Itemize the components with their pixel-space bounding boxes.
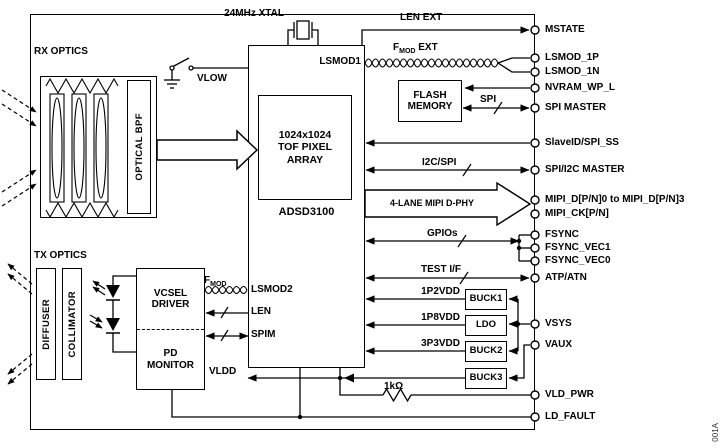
lsmod2-port-label: LSMOD2 [251, 284, 293, 295]
rx-incident-rays [1, 89, 37, 207]
collimator-block: COLLIMATOR [62, 268, 82, 380]
buck2-block: BUCK2 [465, 341, 507, 362]
pin-label: MSTATE [545, 24, 585, 35]
ldo-label: LDO [475, 319, 497, 331]
tx-emitted-rays [7, 263, 33, 385]
optical-bpf-box: OPTICAL BPF [127, 80, 151, 214]
fmod-ext-label: FMOD EXT [393, 42, 438, 55]
vcsel-emission-arrows [92, 280, 106, 296]
spi-label: SPI [480, 94, 497, 105]
gpios-label: GPIOs [427, 228, 458, 239]
laser-driver-block: VCSEL DRIVER PD MONITOR [136, 268, 205, 390]
resistor-icon [382, 387, 412, 403]
vlow-label: VLOW [197, 73, 227, 84]
pin-label: LD_FAULT [545, 411, 596, 422]
pin-label: LSMOD_1P [545, 52, 599, 63]
barrel-spring-bottom-icon [45, 201, 119, 219]
pin-terminals [530, 25, 540, 422]
pin-label: LSMOD_1N [545, 66, 600, 77]
ld-fault-wire [171, 390, 531, 418]
lens-elements [49, 93, 109, 203]
tof-pixel-array-label: 1024x1024 TOF PIXEL ARRAY [277, 129, 333, 166]
pin-label: NVRAM_WP_L [545, 82, 616, 93]
vldd-label: VLDD [209, 366, 237, 377]
vcsel-diode-icon [106, 285, 120, 301]
switch-icon [169, 57, 248, 71]
pin-label: MIPI_D[P/N]0 to MIPI_D[P/N]3 [545, 194, 685, 205]
ground-icon [164, 70, 180, 89]
pin-label: ATP/ATN [545, 272, 587, 283]
pin-label: MIPI_CK[P/N] [545, 208, 609, 219]
rail-1p2vdd-label: 1P2VDD [421, 286, 460, 297]
pin-label: FSYNC_VEC0 [545, 255, 611, 266]
pd-monitor-label: PD MONITOR [146, 348, 195, 371]
buck1-label: BUCK1 [469, 293, 503, 305]
pin-label: SlaveID/SPI_SS [545, 137, 619, 148]
mipi-bus-arrow [364, 181, 532, 227]
len-ext-label: LEN EXT [400, 12, 443, 23]
pd-incident-arrows [89, 314, 103, 329]
rx-optics-label: RX OPTICS [34, 46, 88, 57]
mipi-bus-label: 4-LANE MIPI D-PHY [389, 197, 474, 208]
vaux-wire [508, 344, 530, 382]
len-port-label: LEN [251, 306, 271, 317]
tof-pixel-array-block: 1024x1024 TOF PIXEL ARRAY [258, 95, 352, 200]
figure-code-label: 001A [711, 423, 720, 442]
pin-label: SPI MASTER [545, 102, 607, 113]
pd-monitor-section: PD MONITOR [137, 330, 204, 389]
xtal-label: 24MHz XTAL [224, 8, 284, 19]
junction-dots [297, 238, 522, 420]
vcsel-driver-label: VCSEL DRIVER [151, 287, 190, 311]
buck3-label: BUCK3 [469, 372, 503, 384]
spim-port-label: SPIM [251, 329, 276, 340]
lsmod1-port-label: LSMOD1 [319, 56, 361, 67]
buck1-block: BUCK1 [465, 289, 507, 310]
flash-memory-label: FLASH MEMORY [407, 89, 453, 113]
twisted-pair-fmod-ext-wire [364, 57, 530, 73]
barrel-spring-top-icon [45, 77, 119, 95]
rail-1p8vdd-label: 1P8VDD [421, 312, 460, 323]
buck2-label: BUCK2 [469, 345, 503, 357]
i2c-spi-label: I2C/SPI [422, 157, 457, 168]
diode-chain-wires [112, 275, 136, 353]
signal-wires [171, 84, 531, 418]
photodiode-icon [106, 318, 120, 334]
buck3-out-arrowhead [344, 373, 354, 383]
pin-label: FSYNC [545, 229, 579, 240]
adsd3100-label: ADSD3100 [278, 206, 335, 218]
ldo-block: LDO [465, 315, 507, 336]
flash-memory-block: FLASH MEMORY [398, 80, 462, 122]
buck3-block: BUCK3 [465, 368, 507, 389]
crystal-icon [287, 20, 319, 45]
bus-width-slashes [220, 101, 503, 342]
pin-label: SPI/I2C MASTER [545, 164, 625, 175]
fmod-label: FMOD [204, 275, 227, 288]
vcsel-driver-section: VCSEL DRIVER [137, 269, 204, 330]
resistor-value-label: 1kΩ [384, 381, 404, 392]
rx-beam-arrow [156, 129, 259, 171]
test-if-label: TEST I/F [421, 264, 461, 275]
len-ext-wire [361, 26, 530, 45]
rail-3p3vdd-label: 3P3VDD [421, 338, 460, 349]
tx-optics-label: TX OPTICS [34, 250, 87, 261]
pin-label: VLD_PWR [545, 389, 594, 400]
twisted-pair-fmod-wire [204, 285, 248, 295]
diffuser-block: DIFFUSER [36, 268, 56, 380]
pin-label: FSYNC_VEC1 [545, 242, 611, 253]
pin-label: VSYS [545, 318, 572, 329]
pin-label: VAUX [545, 339, 573, 350]
